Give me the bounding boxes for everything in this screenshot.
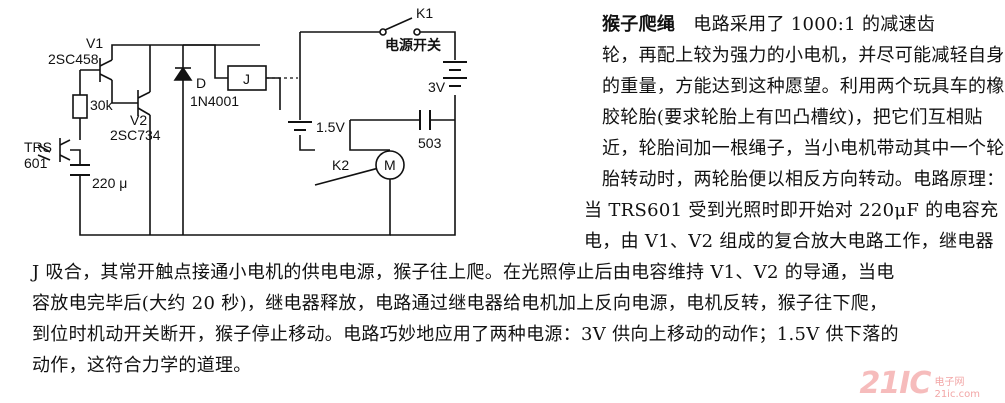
relay-coil-symbol [227, 65, 267, 91]
text-line-4: 近，轮胎间加一根绳子，当小电机带动其中一个轮 [602, 138, 1005, 159]
article-title: 猴子爬绳 [602, 14, 676, 35]
text-line-8: J 吸合，其常开触点接通小电机的供电电源，猴子往上爬。在光照停止后由电容维持 V… [32, 262, 895, 283]
site-watermark: 21IC 电子网 21ic.com [860, 366, 980, 401]
circuit-schematic: V1 2SC458 30k V2 2SC734 TRS 601 220 μ D … [24, 5, 467, 236]
capacitor-220-label: 220 μ [92, 175, 127, 191]
v2-part-label: 2SC734 [110, 127, 161, 143]
v1-part-label: 2SC458 [48, 51, 99, 67]
battery-15v-symbol [288, 121, 312, 131]
diode-part-label: 1N4001 [190, 93, 239, 109]
diode-symbol [173, 66, 193, 81]
capacitor-220-symbol [70, 164, 90, 176]
v2-name-label: V2 [130, 112, 147, 128]
watermark-sub-2: 21ic.com [934, 389, 980, 400]
text-line: 猴子爬绳 电路采用了 1000:1 的减速齿 [602, 14, 935, 36]
text-line-2: 的重量，方能达到这种愿望。利用两个玩具车的橡 [602, 76, 1005, 97]
phototransistor-name-label: TRS [24, 139, 52, 155]
text-line-0: 电路采用了 1000:1 的减速齿 [693, 14, 936, 35]
transistor-v2-symbol [137, 90, 151, 116]
text-line-3: 胶轮胎(要求轮胎上有凹凸槽纹)，把它们互相贴 [602, 107, 983, 128]
capacitor-503-label: 503 [418, 135, 442, 151]
battery-3v-symbol [443, 61, 467, 87]
capacitor-503-symbol [419, 110, 431, 130]
watermark-sub-1: 电子网 [934, 377, 965, 388]
text-line-7: 电，由 V1、V2 组成的复合放大电路工作，继电器 [584, 231, 994, 252]
text-line-11: 动作，这符合力学的道理。 [32, 355, 252, 376]
k2-label: K2 [332, 157, 349, 173]
text-line-1: 轮，再配上较为强力的小电机，并尽可能减轻自身 [602, 45, 1005, 66]
text-line-10: 到位时机动开关断开，猴子停止移动。电路巧妙地应用了两种电源：3V 供向上移动的动… [32, 324, 899, 345]
switch-k1-symbol [379, 17, 421, 36]
battery-15v-label: 1.5V [316, 119, 345, 135]
motor-label: M [384, 157, 396, 173]
relay-label: J [243, 71, 250, 87]
watermark-sub: 电子网 21ic.com [934, 377, 980, 401]
switch-k1-label: K1 [416, 5, 433, 21]
text-line-6: 当 TRS601 受到光照时即开始对 220μF 的电容充 [584, 200, 999, 221]
resistor-symbol [72, 94, 88, 119]
text-line-5: 胎转动时，两轮胎便以相反方向转动。电路原理： [602, 169, 1005, 190]
v1-name-label: V1 [86, 35, 103, 51]
resistor-label: 30k [90, 97, 114, 113]
diode-name-label: D [196, 75, 206, 91]
phototransistor-symbol [37, 138, 71, 162]
battery-3v-label: 3V [428, 79, 446, 95]
motor-symbol [375, 150, 405, 180]
transistor-v1-symbol [80, 58, 113, 82]
phototransistor-part-label: 601 [24, 155, 48, 171]
power-switch-label: 电源开关 [385, 37, 441, 53]
text-line-9: 容放电完毕后(大约 20 秒)，继电器释放，电路通过继电器给电机加上反向电源，电… [32, 293, 888, 314]
watermark-logo: 21IC [859, 366, 932, 401]
